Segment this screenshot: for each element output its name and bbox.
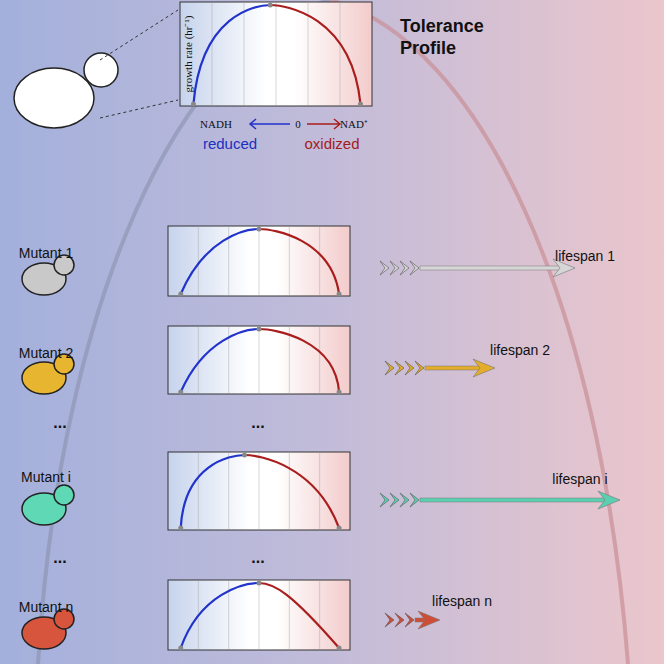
curve-point [257,581,262,586]
label: ... [251,414,264,432]
curve-point [337,390,342,395]
grid-line [228,452,229,530]
reduced-curve [181,229,259,294]
label: oxidized [304,136,359,153]
label: 0 [295,118,301,130]
oxidized-curve [244,455,339,528]
oxidized-curve [259,583,339,648]
chart-box [168,326,350,394]
reduced-curve [181,583,259,648]
curve-point [257,227,262,232]
lifespan-arrow [385,359,495,377]
grid-line [244,2,245,106]
label: reduced [203,136,257,153]
grid-line [289,452,290,530]
reduced-curve [181,329,259,392]
grid-line [319,326,320,394]
label: Mutant n [19,600,73,615]
label: NAD⁺ [340,118,368,130]
label: ... [251,549,264,567]
lifespan-arrow [385,611,440,629]
yeast-bud [84,53,118,87]
reduced-curve [181,455,245,528]
grid-line [319,580,320,650]
oxidized-curve [270,5,360,104]
chart-box [180,2,372,106]
oxidized-curve [259,329,339,392]
grid-line [259,580,260,650]
chart-box [168,580,350,650]
yeast-bud [54,485,74,505]
grid-line [319,452,320,530]
yeast-cell [14,68,94,128]
curve-point [268,3,273,8]
curve-point [178,526,183,531]
curve-point [178,292,183,297]
label: lifespan i [552,472,607,487]
grid-line [198,226,199,296]
label: lifespan 1 [555,249,615,264]
label: ... [53,414,66,432]
grid-line [259,226,260,296]
axis-arrow [307,119,340,129]
arch-right [330,0,628,664]
label: growth rate (hr⁻¹) [182,16,194,93]
grid-line [276,2,277,106]
lifespan-arrow [380,259,575,277]
grid-line [319,226,320,296]
zoom-line [100,100,178,118]
grid-line [259,326,260,394]
label: NADH [200,118,232,130]
grid-line [259,452,260,530]
label: lifespan n [432,594,492,609]
curve-point [178,390,183,395]
grid-line [212,2,213,106]
curve-point [337,292,342,297]
zoom-line [100,10,178,60]
chart-box [168,452,350,530]
oxidized-curve [259,229,339,294]
reduced-curve [193,5,270,104]
grid-line [308,2,309,106]
title: Tolerance Profile [400,16,510,59]
curve-point [178,646,183,651]
grid-line [289,580,290,650]
curve-point [191,102,196,107]
label: ... [53,549,66,567]
label: lifespan 2 [490,343,550,358]
curve-point [242,453,247,458]
curve-point [337,646,342,651]
curve-point [358,102,363,107]
lifespan-arrow [380,491,620,509]
axis-arrow [250,119,290,129]
grid-line [198,452,199,530]
grid-line [289,326,290,394]
grid-line [340,2,341,106]
chart-box [168,226,350,296]
label: Mutant 1 [19,246,73,261]
label: Mutant 2 [19,346,73,361]
label: Mutant i [21,470,71,485]
curve-point [257,327,262,332]
curve-point [337,526,342,531]
grid-line [198,326,199,394]
